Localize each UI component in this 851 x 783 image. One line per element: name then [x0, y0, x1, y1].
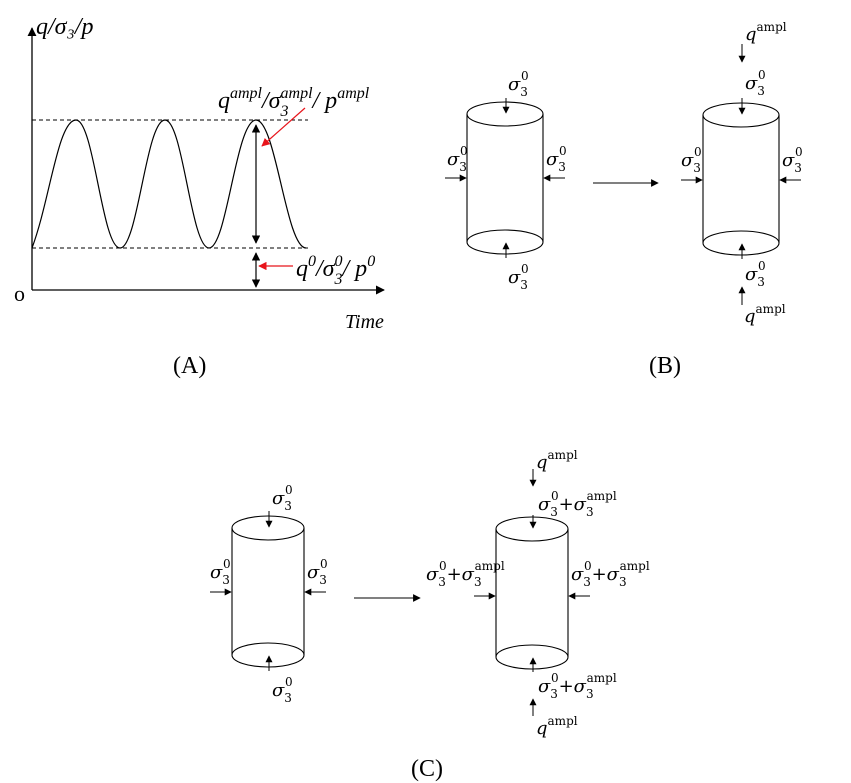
panel-b-caption: (B) — [649, 353, 681, 379]
q-top-label: qampl — [745, 20, 787, 45]
cylinder-bottom — [466, 229, 544, 255]
panel-c: σ30 σ30 σ30 σ30 qampl σ30+σ3ampl σ30+σ3a… — [210, 448, 650, 782]
cylinder-bottom — [495, 644, 569, 670]
cylinder-top — [495, 516, 569, 542]
amplitude-label: qampl/σ3ampl/ pampl — [218, 85, 370, 120]
cylinder-top — [231, 515, 305, 541]
cylinder-top — [702, 102, 780, 128]
q-bottom-label: qampl — [744, 302, 786, 327]
q-bottom-label: qampl — [536, 714, 578, 739]
specimen-loaded: qampl σ30 σ30 σ30 σ30 qampl — [681, 20, 803, 327]
sigma-left-label: σ30 — [681, 145, 702, 175]
sigma-right-label: σ30+σ3ampl — [571, 559, 650, 589]
sigma-top-label: σ30 — [272, 483, 293, 513]
sigma-left-label: σ30+σ3ampl — [426, 559, 505, 589]
panel-c-caption: (C) — [411, 756, 443, 782]
amplitude-pointer-arrow — [261, 107, 306, 147]
x-axis-label: Time — [345, 311, 384, 333]
panel-b: σ30 σ30 σ30 σ30 qampl σ30 σ30 σ30 σ30 qa… — [445, 20, 803, 379]
cyclic-load-curve — [31, 119, 307, 249]
sigma-right-label: σ30 — [546, 144, 567, 174]
q-top-label: qampl — [536, 448, 578, 473]
panel-a-caption: (A) — [173, 353, 206, 379]
panel-a: q/σ₃/p o Time qampl/σ3ampl/ pampl q0/σ30… — [14, 14, 385, 379]
sigma-left-label: σ30 — [210, 557, 231, 587]
specimen-initial: σ30 σ30 σ30 σ30 — [445, 69, 567, 292]
sigma-bottom-label: σ30 — [745, 259, 766, 289]
cylinder-bottom — [231, 642, 305, 668]
sigma-top-label: σ30 — [745, 68, 766, 98]
sigma-bottom-label: σ30 — [272, 675, 293, 705]
sigma-left-label: σ30 — [447, 144, 468, 174]
baseline-label: q0/σ30/ p0 — [296, 253, 375, 288]
sigma-bottom-label: σ30 — [508, 262, 529, 292]
sigma-right-label: σ30 — [782, 145, 803, 175]
cylinder-top — [466, 101, 544, 127]
sigma-top-label: σ30 — [508, 69, 529, 99]
sigma-right-label: σ30 — [307, 557, 328, 587]
specimen-loaded: qampl σ30+σ3ampl σ30+σ3ampl σ30+σ3ampl σ… — [426, 448, 650, 739]
sigma-bottom-label: σ30+σ3ampl — [538, 671, 617, 701]
y-axis-label: q/σ₃/p — [36, 14, 94, 40]
cylinder-bottom — [702, 230, 780, 256]
origin-label: o — [14, 281, 25, 306]
specimen-initial: σ30 σ30 σ30 σ30 — [210, 483, 328, 705]
sigma-top-label: σ30+σ3ampl — [538, 489, 617, 519]
